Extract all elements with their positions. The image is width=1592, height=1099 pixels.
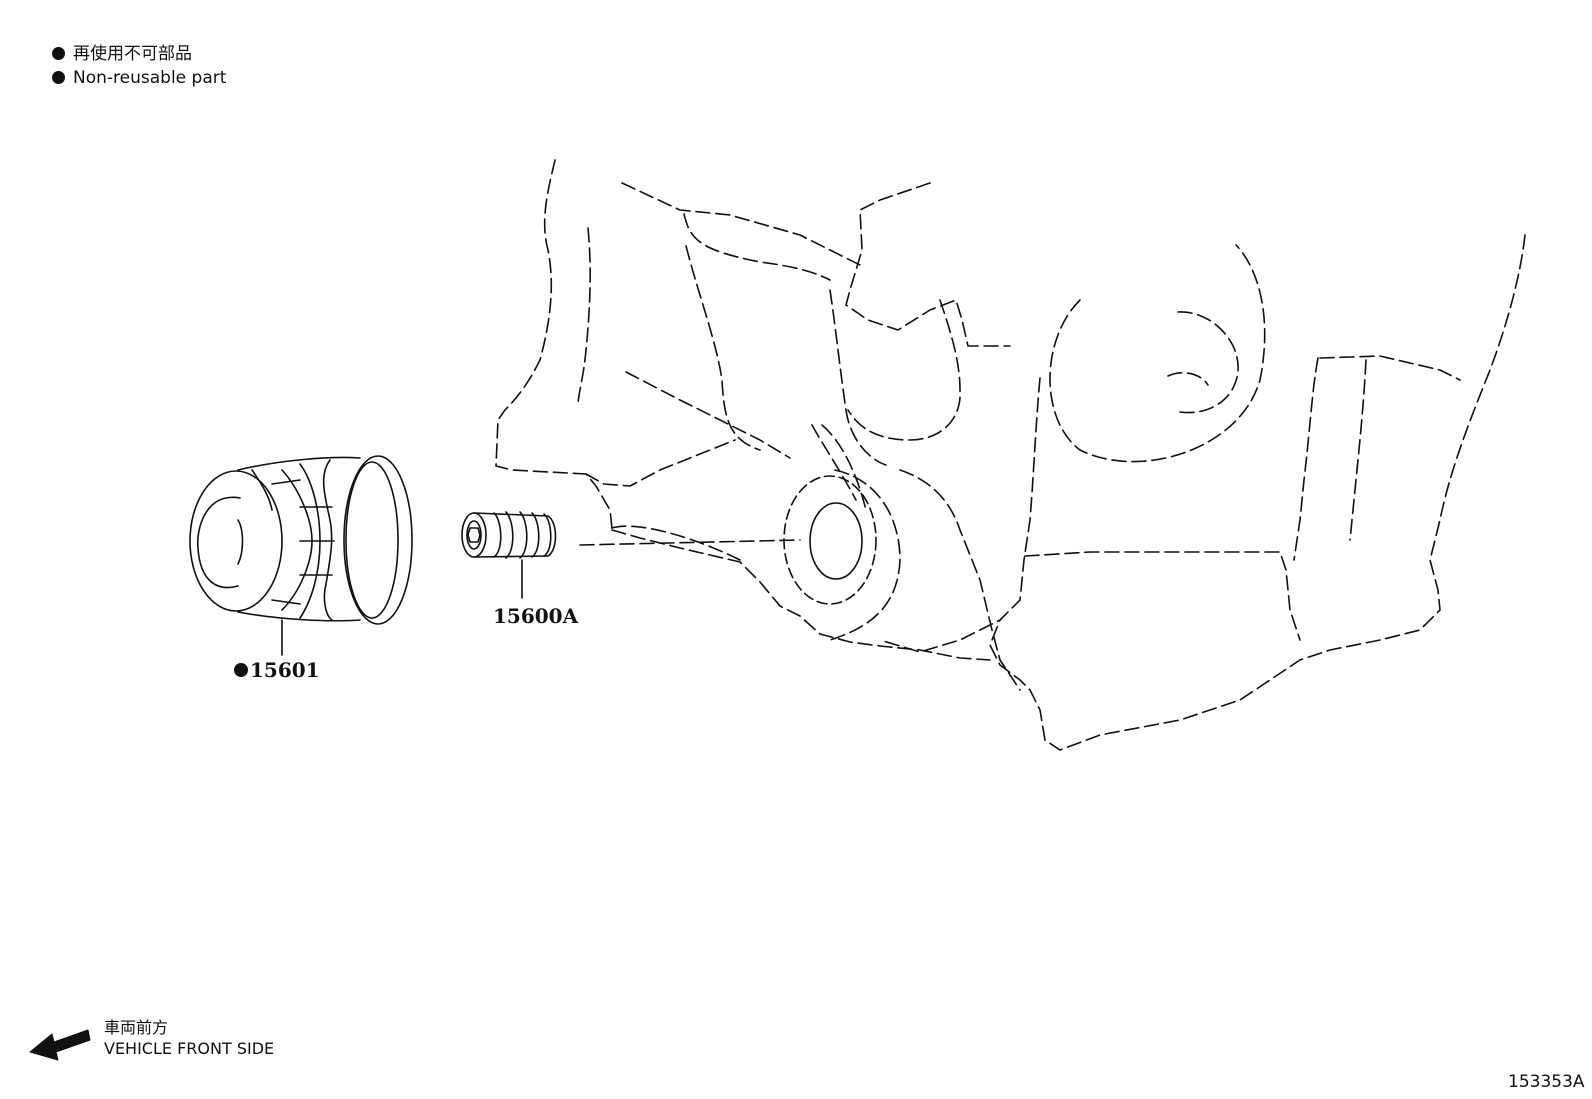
legend-label-en: Non-reusable part xyxy=(73,68,227,88)
legend-item-en: Non-reusable part xyxy=(52,70,226,87)
part-number: 15600A xyxy=(493,604,579,628)
engine-block-outline xyxy=(495,159,1526,751)
non-reusable-bullet-icon xyxy=(52,47,65,60)
non-reusable-bullet-icon xyxy=(52,71,65,84)
legend-item-jp: 再使用不可部品 xyxy=(52,46,192,63)
front-indicator: 車両前方 VEHICLE FRONT SIDE xyxy=(104,1018,274,1060)
oil-filter-15601 xyxy=(189,455,413,656)
front-arrow-icon xyxy=(29,1029,91,1061)
assembly-center-line xyxy=(579,539,801,546)
filter-mount-boss xyxy=(783,475,877,605)
oil-filter-union-15600A xyxy=(461,511,557,599)
front-indicator-en: VEHICLE FRONT SIDE xyxy=(104,1038,275,1058)
engine-lower-edge xyxy=(611,525,991,661)
part-label-15601[interactable]: 15601 xyxy=(234,660,320,680)
legend-label-jp: 再使用不可部品 xyxy=(73,44,192,64)
part-number: 15601 xyxy=(250,658,320,682)
front-indicator-jp: 車両前方 xyxy=(104,1018,169,1037)
part-label-15600A[interactable]: 15600A xyxy=(493,606,578,626)
figure-id: 153353A xyxy=(1508,1072,1585,1092)
non-reusable-bullet-icon xyxy=(234,663,248,677)
